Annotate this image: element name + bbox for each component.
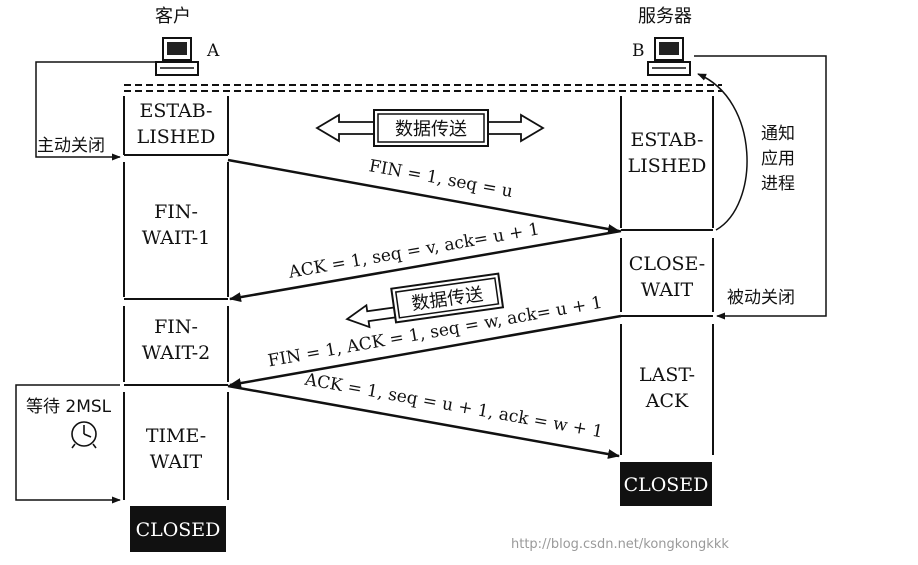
client-state-fin-wait-2-2: WAIT-2 — [142, 342, 211, 364]
client-closed-label: CLOSED — [136, 519, 221, 541]
client-state-established-2: LISHED — [137, 126, 216, 148]
notify-app-line-2: 应用 — [761, 149, 795, 169]
server-state-established-2: LISHED — [628, 155, 707, 177]
server-state-last-ack-1: LAST- — [639, 364, 695, 386]
fin1-label: FIN = 1, seq = u — [367, 156, 514, 202]
server-state-close-wait-1: CLOSE- — [629, 253, 705, 275]
client-host-label: A — [206, 41, 220, 61]
server-title: 服务器 — [638, 6, 692, 27]
server-state-close-wait-2: WAIT — [641, 279, 694, 301]
wait-2msl-label: 等待 2MSL — [26, 397, 112, 417]
network-line — [124, 84, 722, 92]
ack1-arrow — [229, 229, 622, 303]
passive-close-label: 被动关闭 — [727, 288, 795, 308]
client-title: 客户 — [155, 6, 191, 27]
notify-app-arrow — [697, 73, 748, 231]
client-computer-icon — [155, 37, 199, 76]
active-close-label: 主动关闭 — [37, 136, 105, 156]
server-computer-icon — [647, 37, 691, 76]
data-transfer-left-arrow: 数据传送 — [345, 272, 505, 329]
server-closed-badge: CLOSED — [620, 462, 712, 506]
client-timeline — [123, 96, 229, 500]
watermark: http://blog.csdn.net/kongkongkkk — [511, 537, 729, 552]
server-closed-label: CLOSED — [624, 474, 709, 496]
clock-icon — [71, 421, 97, 449]
ack2-label: ACK = 1, seq = u + 1, ack = w + 1 — [302, 370, 604, 443]
data-transfer-bidirectional-arrow: 数据传送 — [315, 109, 545, 147]
wait-2msl-arrow — [15, 384, 121, 504]
active-close-arrow — [35, 61, 158, 161]
client-state-time-wait-1: TIME- — [146, 425, 206, 447]
client-state-fin-wait-1-2: WAIT-1 — [142, 227, 211, 249]
server-state-established-1: ESTAB- — [631, 129, 704, 151]
data-transfer-1-label: 数据传送 — [395, 119, 467, 140]
client-closed-badge: CLOSED — [130, 506, 226, 552]
client-state-established-1: ESTAB- — [140, 100, 213, 122]
server-host-label: B — [632, 41, 645, 61]
client-state-time-wait-2: WAIT — [150, 451, 203, 473]
notify-app-line-3: 进程 — [761, 174, 795, 194]
notify-app-line-1: 通知 — [761, 124, 795, 144]
passive-close-arrow — [694, 55, 827, 320]
server-state-last-ack-2: ACK — [645, 390, 689, 412]
client-state-fin-wait-2-1: FIN- — [154, 316, 198, 338]
ack2-arrow — [227, 384, 620, 459]
fin2-arrow — [229, 314, 622, 389]
client-state-fin-wait-1-1: FIN- — [154, 201, 198, 223]
server-timeline — [620, 96, 714, 455]
fin1-arrow — [227, 158, 620, 234]
